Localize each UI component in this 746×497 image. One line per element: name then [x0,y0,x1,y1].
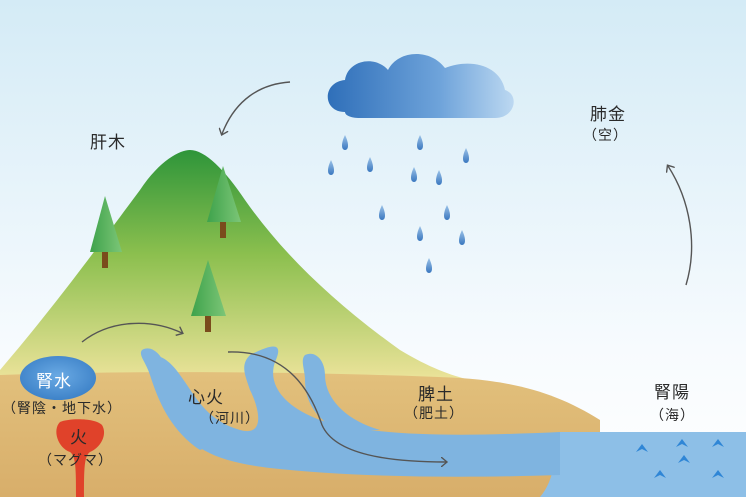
raindrop-icon [417,226,423,241]
label-heart-fire: 心火 [188,388,224,408]
wave-icon [676,439,688,447]
label-kidney-yang: 腎陽 [654,383,690,403]
label-fire-sub: （マグマ） [38,453,113,469]
label-spleen-sub: （肥土） [404,406,464,422]
rain [328,135,469,273]
raindrop-icon [342,135,348,150]
raindrop-icon [417,135,423,150]
arrow-cloud-to-mountain [222,81,291,134]
wave-icon [712,439,724,447]
tree-icon [90,196,122,268]
raindrop-icon [459,230,465,245]
arrow-sea-to-sky [668,166,693,286]
cloud-icon [327,53,514,118]
label-lung-metal: 肺金 [590,105,626,125]
sea [540,432,746,497]
wave-icon [654,470,666,478]
label-liver-wood: 肝木 [90,133,126,153]
tree-icon [191,260,226,332]
label-kidney-water: 腎水 [36,372,72,392]
arrow-water-to-tree [81,322,182,343]
kidney-water-ellipse [20,356,96,400]
wave-icon [678,455,690,463]
raindrop-icon [463,148,469,163]
raindrop-icon [367,157,373,172]
raindrop-icon [444,205,450,220]
river-main [150,346,560,477]
river-branch [302,353,380,430]
raindrop-icon [328,160,334,175]
wave-icon [636,444,648,452]
raindrop-icon [436,170,442,185]
raindrop-icon [426,258,432,273]
magma [56,419,105,497]
label-heart-sub: （河川） [200,411,260,427]
label-kidney-sub: （腎陰・地下水） [2,401,122,417]
label-kidney-yang-sub: （海） [650,408,695,424]
mountain [0,150,470,380]
label-fire: 火 [70,428,88,448]
label-lung-sub: （空） [583,128,628,144]
tree-icon [207,166,241,238]
arrow-river-to-sea [227,351,446,462]
raindrop-icon [411,167,417,182]
label-spleen-earth: 脾土 [418,385,454,405]
wave-icon [712,470,724,478]
waves [636,439,724,478]
river-left [140,348,220,450]
raindrop-icon [379,205,385,220]
